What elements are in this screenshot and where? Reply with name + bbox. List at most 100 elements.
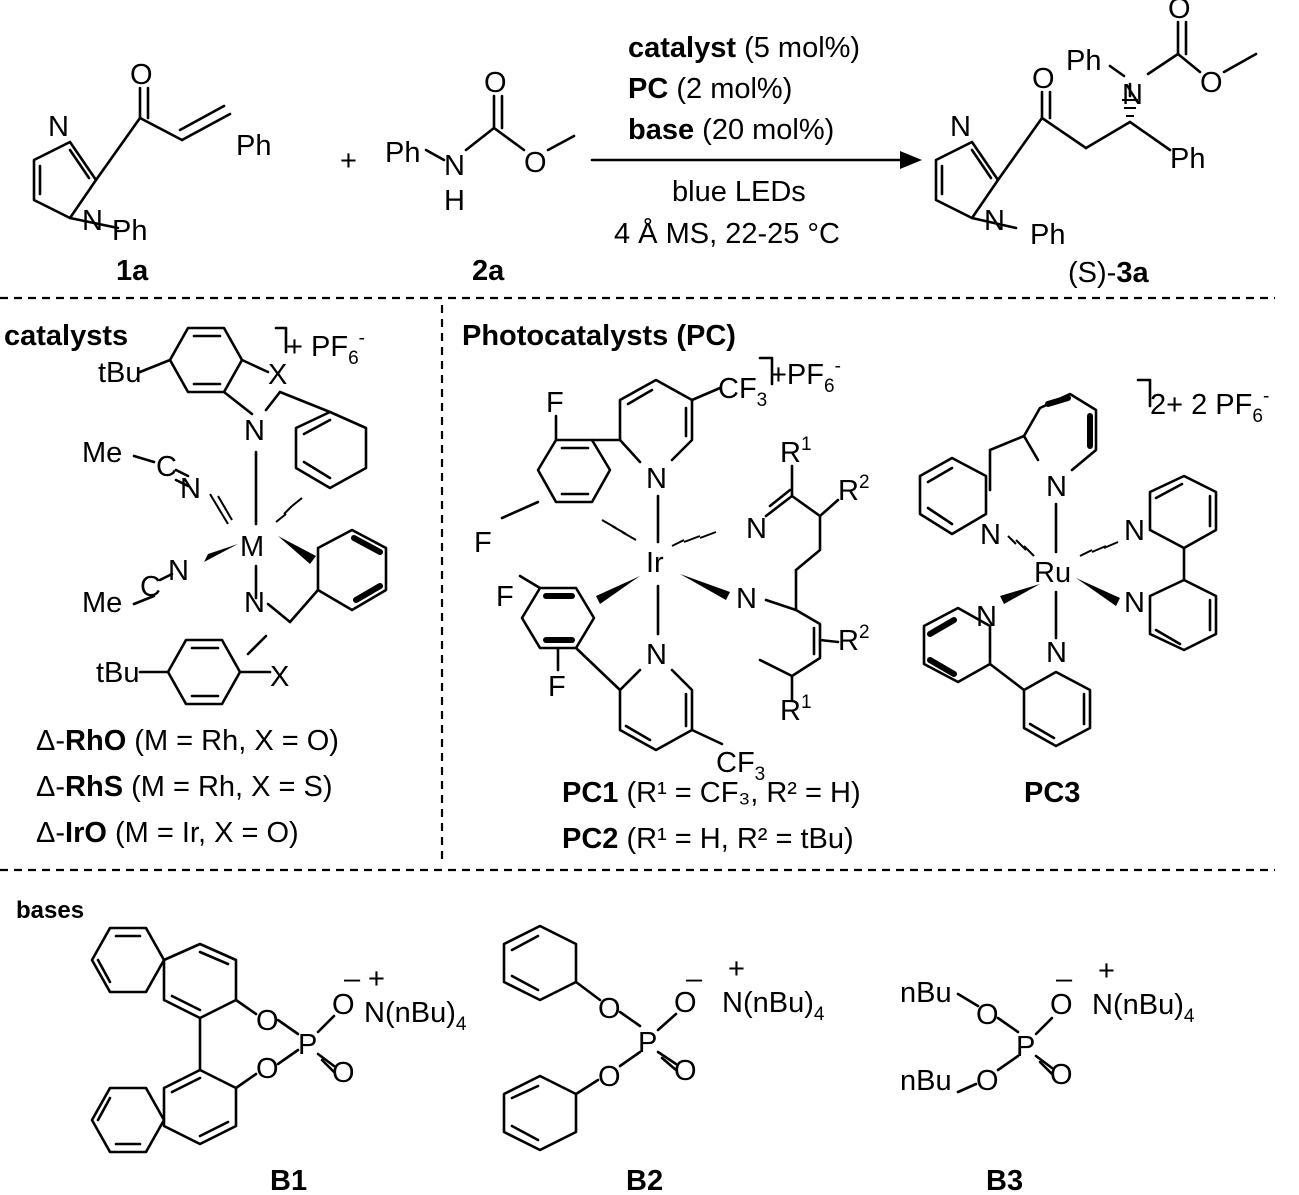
atom-n: N (180, 473, 201, 505)
compound-label-2a: 2a (472, 255, 505, 287)
atom-n: N (1122, 79, 1143, 111)
base-label-b3: B3 (986, 1165, 1023, 1195)
atom-n: N (746, 513, 767, 545)
r2-label: R2 (838, 472, 870, 507)
atom-n: N (980, 519, 1001, 551)
atom-o: O (332, 989, 355, 1021)
heteroatom-x: X (268, 359, 287, 391)
pc3-label: PC3 (1024, 777, 1080, 809)
compound-label-3a: (S)-3a (1068, 257, 1149, 289)
r1-label: R1 (780, 434, 812, 469)
product-3a: N N O N Ph O O Ph Ph (S)-3a (934, 0, 1258, 289)
atom-o: O (674, 987, 697, 1019)
base-label-b2: B2 (626, 1165, 663, 1195)
atom-o: O (976, 999, 999, 1031)
fluorine-label: F (548, 671, 566, 703)
positive-charge: + (728, 953, 745, 985)
phenyl-label: Ph (385, 137, 420, 169)
naphthalene-ring (90, 926, 166, 994)
atom-n: N (444, 150, 465, 182)
atom-p: P (1016, 1031, 1035, 1063)
benzene-ring (168, 326, 244, 394)
bases-heading: bases (16, 897, 84, 924)
atom-o: O (256, 1005, 279, 1037)
atom-p: P (638, 1027, 657, 1059)
atom-n: N (244, 415, 265, 447)
catalysts-panel: catalysts X N tBu + PF6- M Me C N (4, 320, 388, 849)
atom-n: N (646, 463, 667, 495)
phenyl-label: Ph (1030, 219, 1065, 251)
pc1-label: PC1 (R¹ = CF₃, R² = H) (562, 777, 861, 809)
bases-panel: bases O O P O O – + N(nBu)4 B1 (16, 897, 1195, 1195)
atom-n: N (976, 601, 997, 633)
acetonitrile-label: Me (82, 437, 122, 469)
atom-o: O (598, 993, 621, 1025)
atom-o: O (130, 59, 153, 91)
metal-ru: Ru (1034, 557, 1071, 589)
heteroatom-x: X (270, 661, 289, 693)
pc2-label: PC2 (R¹ = H, R² = tBu) (562, 823, 854, 855)
atom-n: N (736, 583, 757, 615)
atom-o: O (332, 1057, 355, 1089)
atom-o: O (598, 1061, 621, 1093)
atom-n: N (48, 111, 69, 143)
atom-n: N (646, 639, 667, 671)
phenyl-ring (502, 924, 578, 1002)
atom-p: P (298, 1029, 317, 1061)
reactant-2a: Ph N H O O 2a (385, 67, 576, 287)
condition-temperature: 4 Å MS, 22-25 °C (614, 217, 840, 250)
atom-n: N (244, 587, 265, 619)
r1-label: R1 (780, 692, 812, 727)
metal-center: M (240, 531, 264, 563)
tbu-label: tBu (98, 357, 142, 389)
catalysts-heading: catalysts (4, 320, 128, 352)
phenyl-label: Ph (112, 215, 147, 247)
catalyst-variant-rho: Δ-RhO (M = Rh, X = O) (36, 725, 339, 757)
tbu-label: tBu (96, 657, 140, 689)
atom-h: H (444, 185, 465, 217)
cf3-label: CF3 (716, 747, 765, 785)
fluorine-label: F (496, 581, 514, 613)
condition-base: base (20 mol%) (628, 114, 834, 146)
phenyl-label: Ph (236, 130, 271, 162)
fluorine-label: F (474, 527, 492, 559)
ammonium-label: N(nBu)4 (364, 997, 467, 1035)
condition-catalyst: catalyst (5 mol%) (628, 32, 860, 64)
cf3-label: CF3 (718, 373, 767, 411)
phenyl-label: Ph (1066, 45, 1101, 77)
positive-charge: + (368, 963, 385, 995)
base-label-b1: B1 (270, 1165, 307, 1195)
atom-o: O (524, 147, 547, 179)
atom-n: N (950, 111, 971, 143)
atom-o: O (976, 1065, 999, 1097)
atom-o: O (256, 1053, 279, 1085)
compound-label-1a: 1a (116, 255, 149, 287)
ammonium-label: N(nBu)4 (722, 987, 825, 1025)
atom-o: O (1168, 0, 1191, 25)
r2-label: R2 (838, 622, 870, 657)
acetonitrile-label: Me (82, 587, 122, 619)
atom-n: N (1046, 637, 1067, 669)
metal-ir: Ir (646, 547, 664, 579)
atom-o: O (484, 67, 507, 99)
catalyst-variant-iro: Δ-IrO (M = Ir, X = O) (36, 817, 299, 849)
atom-o: O (1050, 1059, 1073, 1091)
negative-charge: – (686, 963, 703, 995)
phenyl-label: Ph (1170, 143, 1205, 175)
positive-charge: + (1098, 955, 1115, 987)
photocatalysts-heading: Photocatalysts (PC) (462, 320, 736, 352)
catalyst-variant-rhs: Δ-RhS (M = Rh, X = S) (36, 771, 333, 803)
reactant-1a: N N O Ph Ph 1a (32, 59, 271, 287)
atom-n: N (984, 205, 1005, 237)
atom-o: O (1050, 989, 1073, 1021)
plus-sign: + (340, 145, 357, 177)
negative-charge: – (1056, 963, 1073, 995)
atom-o: O (674, 1055, 697, 1087)
atom-n: C (156, 451, 177, 483)
ir-charge: +PF6- (770, 356, 841, 397)
atom-n: N (168, 555, 189, 587)
fluorine-label: F (546, 387, 564, 419)
atom-o: O (1032, 63, 1055, 95)
charge-label: + PF6- (286, 328, 365, 369)
